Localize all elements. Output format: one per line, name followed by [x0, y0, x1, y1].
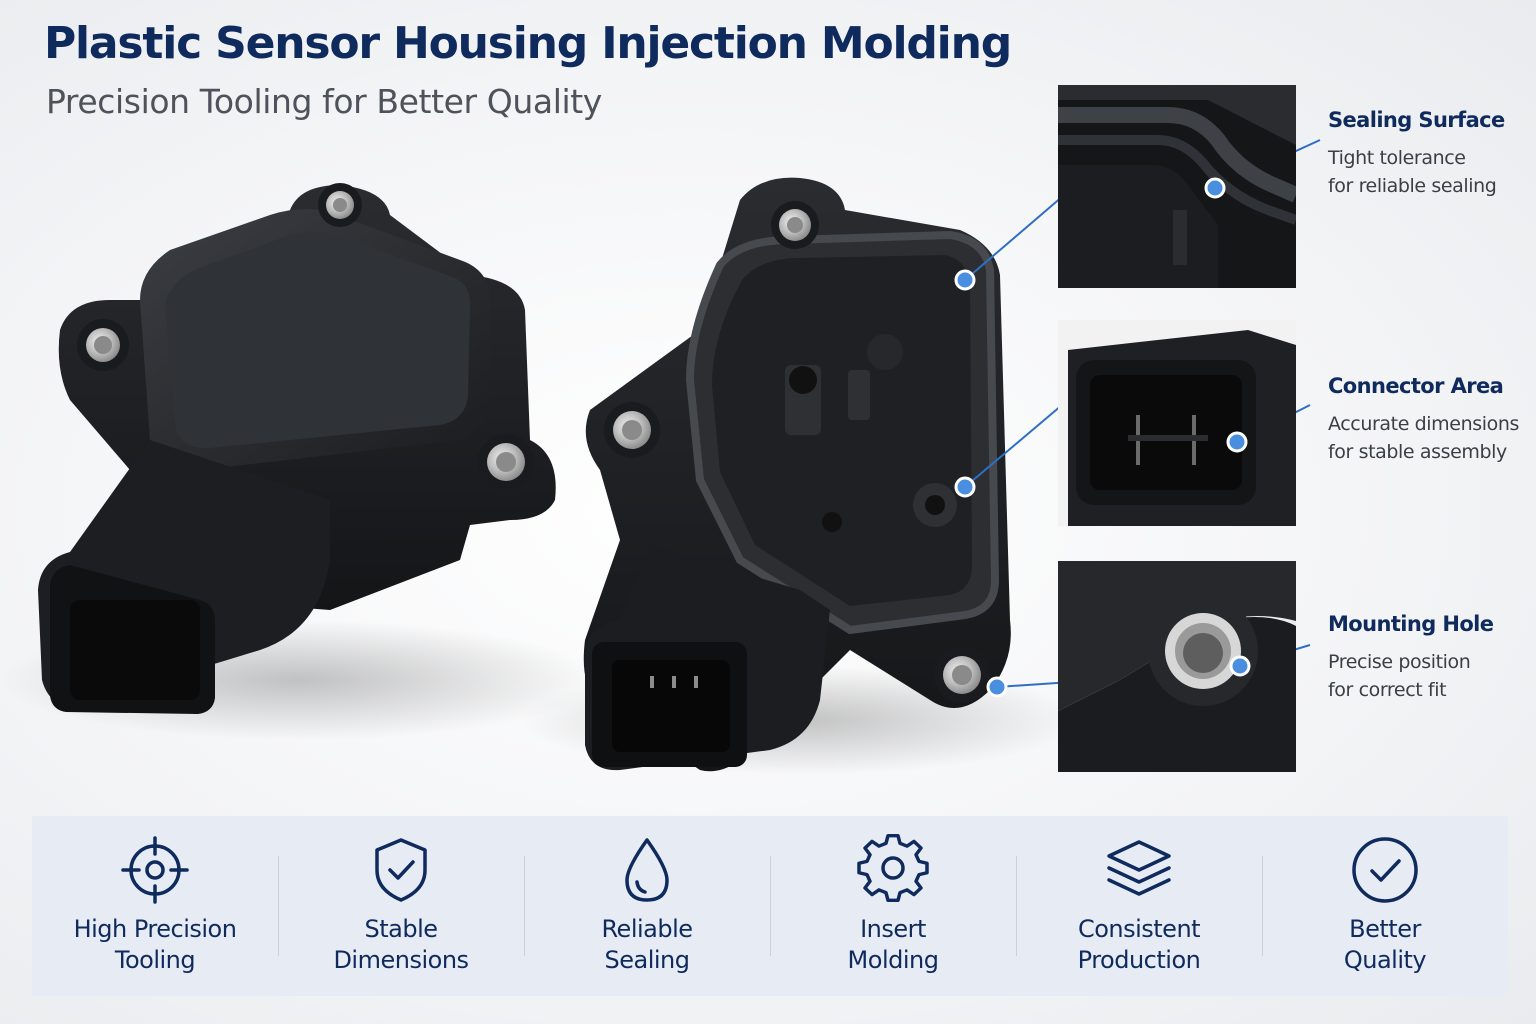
feature-label: Better Quality: [1343, 915, 1427, 974]
feature-label: Insert Molding: [847, 915, 939, 974]
feature-label: Stable Dimensions: [333, 915, 469, 974]
callout-description: Accurate dimensions for stable assembly: [1328, 413, 1519, 463]
shield-check-icon: [375, 838, 427, 902]
callout-sealing-surface: Sealing Surface Tight tolerance for reli…: [1328, 108, 1505, 200]
callout-title: Connector Area: [1328, 374, 1504, 398]
callout-description: Tight tolerance for reliable sealing: [1328, 147, 1497, 197]
feature-consistent-production: Consistent Production: [1016, 816, 1262, 996]
layers-icon: [1107, 840, 1171, 896]
droplet-icon: [625, 838, 669, 902]
feature-label: Reliable Sealing: [601, 915, 693, 974]
page-title: Plastic Sensor Housing Injection Molding: [44, 18, 1012, 69]
crosshair-icon: [121, 836, 189, 904]
callout-title: Mounting Hole: [1328, 612, 1494, 636]
feature-insert-molding: Insert Molding: [770, 816, 1016, 996]
gear-icon: [857, 834, 929, 902]
sealing-surface-closeup: [1058, 85, 1296, 288]
feature-better-quality: Better Quality: [1262, 816, 1508, 996]
feature-high-precision-tooling: High Precision Tooling: [32, 816, 278, 996]
callout-description: Precise position for correct fit: [1328, 651, 1471, 701]
open-housing: [520, 177, 1080, 775]
feature-label: Consistent Production: [1077, 915, 1201, 974]
feature-stable-dimensions: Stable Dimensions: [278, 816, 524, 996]
feature-label: High Precision Tooling: [73, 915, 237, 974]
check-circle-icon: [1352, 837, 1418, 903]
leader-dots: [954, 269, 1008, 698]
callout-connector-area: Connector Area Accurate dimensions for s…: [1328, 374, 1519, 466]
mounting-hole-closeup: [1058, 561, 1296, 772]
feature-band: High Precision Tooling Stable Dimensions…: [32, 816, 1508, 996]
connector-closeup: [1058, 320, 1296, 526]
closed-housing: [0, 183, 600, 740]
product-illustration: [0, 139, 1321, 775]
callout-title: Sealing Surface: [1328, 108, 1505, 132]
page-subtitle: Precision Tooling for Better Quality: [46, 82, 602, 121]
feature-reliable-sealing: Reliable Sealing: [524, 816, 770, 996]
callout-mounting-hole: Mounting Hole Precise position for corre…: [1328, 612, 1494, 704]
